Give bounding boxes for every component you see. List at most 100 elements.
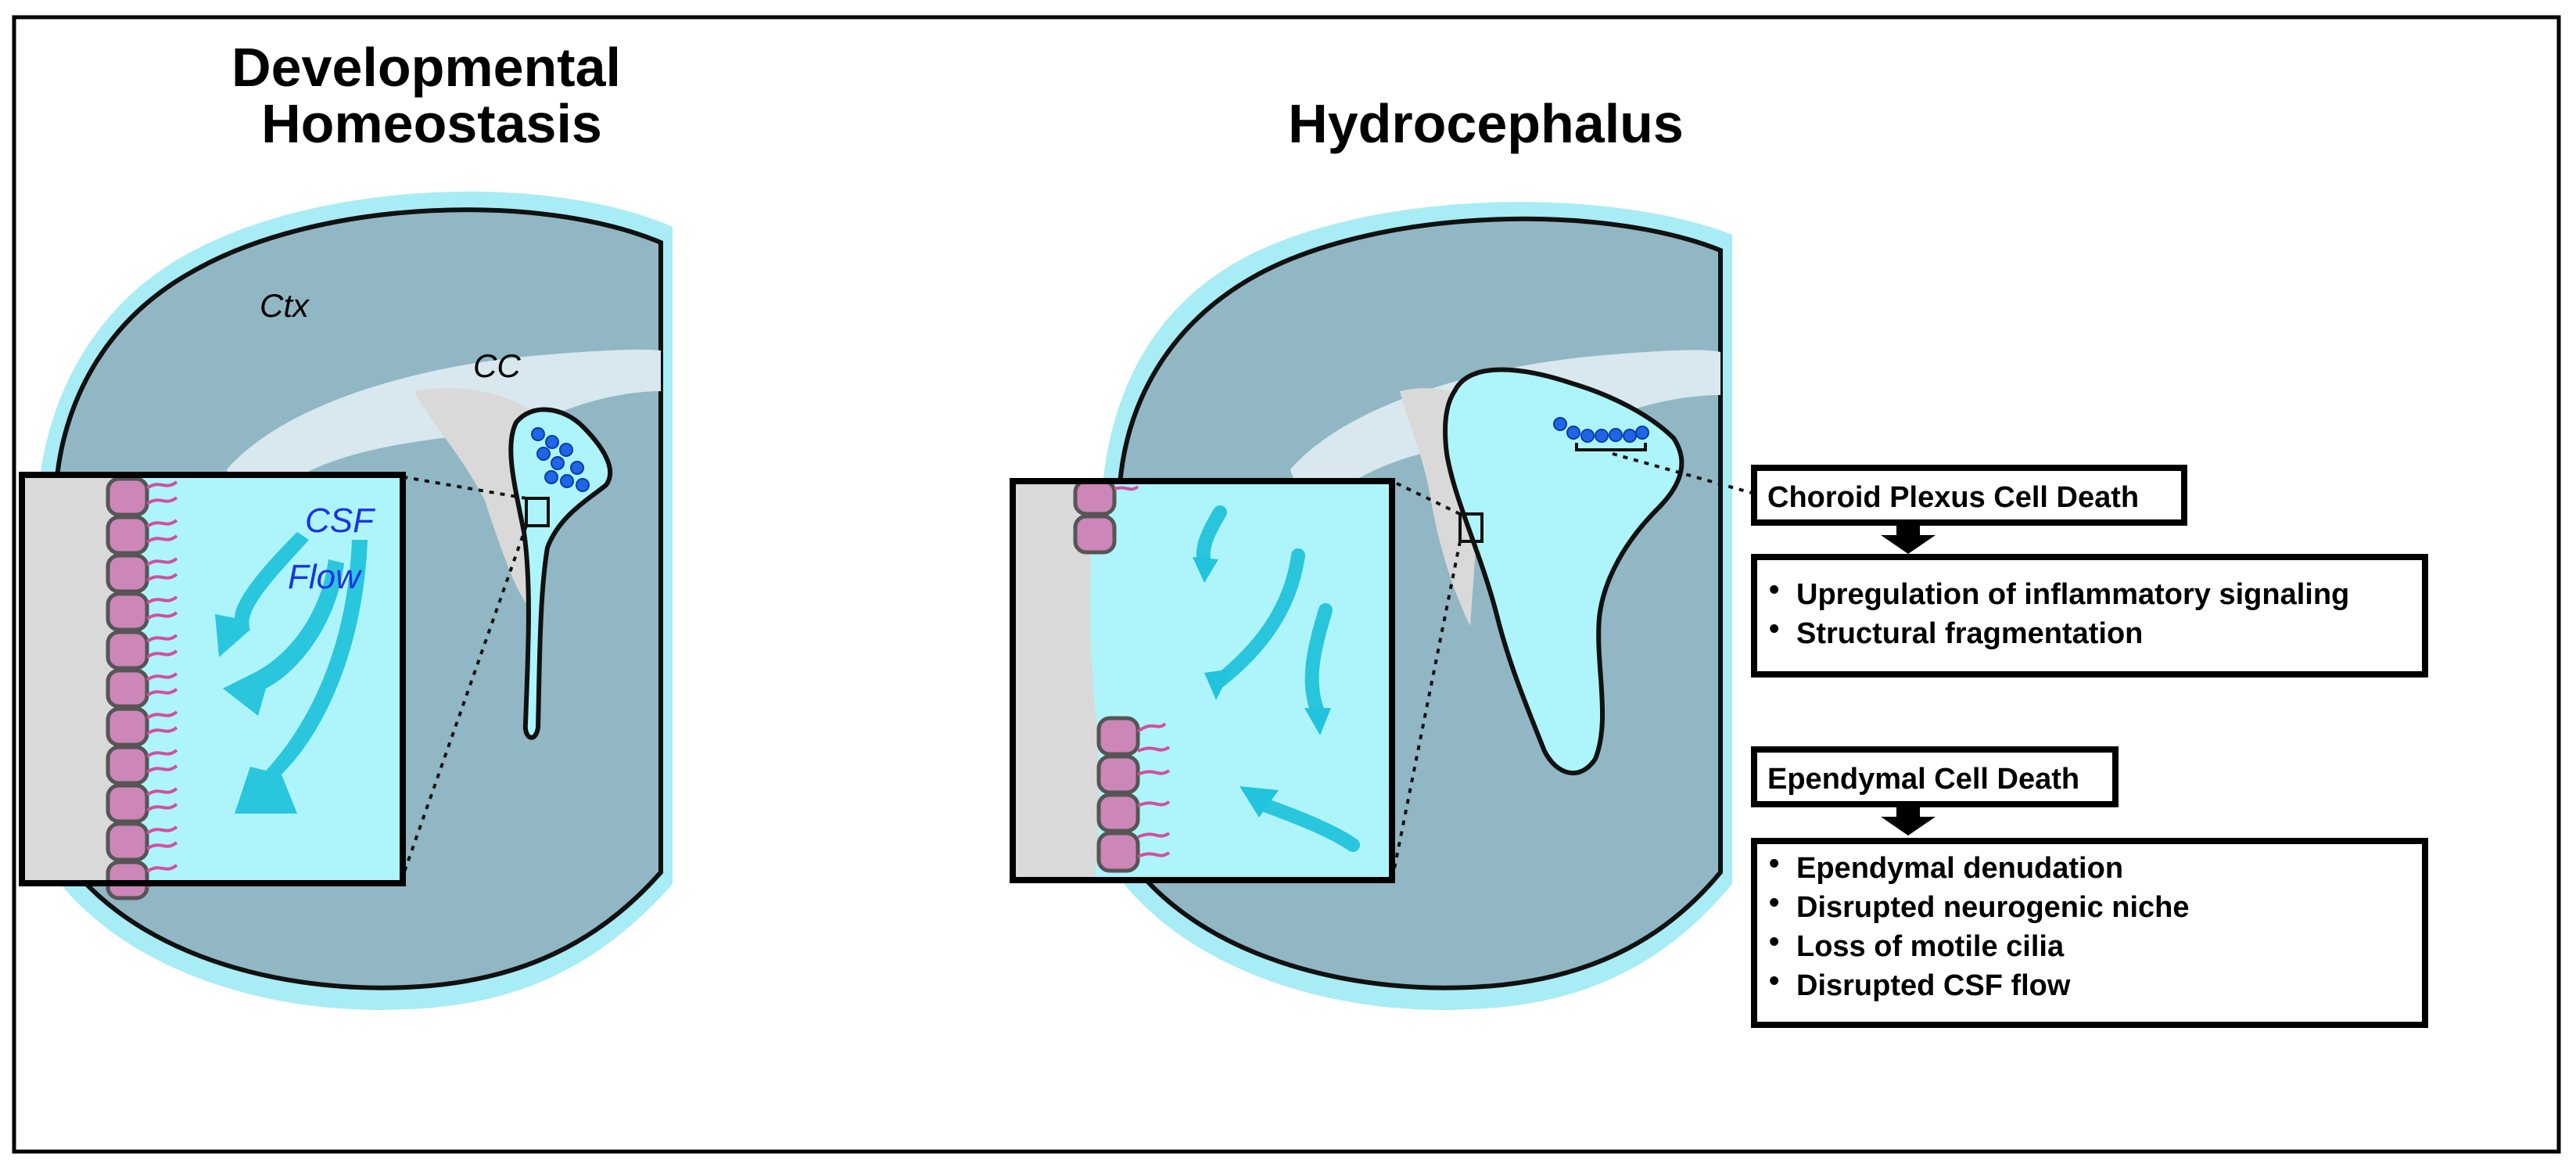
ependymal-cell — [106, 553, 149, 594]
cilium — [145, 611, 178, 620]
cilium — [1137, 746, 1171, 753]
choroid-dot — [1609, 428, 1623, 442]
bullet-dot: • — [1769, 573, 1779, 606]
ependymal-box: Ependymal Cell Death • Ependymal denudat… — [1751, 746, 2428, 1028]
right-inset-frame — [1010, 478, 1395, 883]
choroid-dot — [1566, 426, 1580, 440]
right-ventricle — [1443, 367, 1684, 775]
cilium — [145, 595, 178, 605]
choroid-pointer-line — [1612, 452, 1753, 494]
ependymal-item-1: Ependymal denudation — [1796, 852, 2123, 885]
choroid-dot — [551, 456, 565, 470]
choroid-dot — [1553, 417, 1567, 431]
ependymal-cell — [106, 476, 149, 517]
ependymal-cell — [1096, 831, 1140, 873]
ependymal-cell — [106, 591, 149, 632]
ependymal-item-4: Disrupted CSF flow — [1796, 969, 2071, 1002]
cilium — [145, 825, 178, 835]
ependymal-cell — [1073, 514, 1117, 555]
ctx-label: Ctx — [260, 287, 310, 324]
cilium — [145, 688, 178, 697]
choroid-dot — [1580, 429, 1595, 443]
right-cilia — [1114, 485, 1171, 858]
ependymal-cell — [1096, 792, 1140, 833]
choroid-dot — [536, 447, 551, 461]
choroid-list-box — [1751, 554, 2428, 677]
cilium — [1137, 800, 1171, 807]
flow-arrowhead — [1193, 557, 1218, 583]
ependymal-header-box — [1751, 746, 2119, 807]
ependymal-cell — [106, 783, 149, 824]
zoom-line — [1391, 480, 1461, 516]
left-inset — [19, 472, 406, 900]
left-ependymal-cells — [106, 476, 149, 900]
ependymal-cell — [1096, 754, 1140, 795]
cilium — [145, 534, 178, 544]
choroid-header-box — [1751, 465, 2187, 526]
cilium — [145, 496, 178, 505]
left-title-line2: Homeostasis — [261, 93, 602, 154]
ependymal-cell — [106, 515, 149, 555]
bullet-dot: • — [1769, 965, 1779, 997]
cilium — [145, 557, 178, 566]
flow-arrowhead — [1240, 786, 1279, 818]
right-choroid-plexus — [1553, 417, 1649, 443]
ependymal-cell — [1096, 716, 1140, 757]
right-zoom-marker — [1458, 512, 1484, 543]
cilium — [145, 749, 178, 758]
bullet-dot: • — [1769, 613, 1779, 645]
zoom-line — [401, 525, 528, 877]
cilium — [145, 726, 178, 735]
cilium — [145, 803, 178, 812]
cilium — [1137, 851, 1171, 858]
choroid-dot — [576, 478, 590, 492]
cc-label: CC — [473, 347, 521, 384]
ependymal-cell — [106, 745, 149, 785]
bullet-dot: • — [1769, 847, 1779, 880]
choroid-dot — [560, 474, 574, 488]
choroid-header: Choroid Plexus Cell Death — [1767, 481, 2139, 514]
right-flow-heads — [1193, 557, 1331, 818]
cilium — [1137, 832, 1171, 839]
left-flow-arrows — [215, 532, 368, 814]
cilium — [145, 573, 178, 582]
choroid-item-1: Upregulation of inflammatory signaling — [1796, 578, 2349, 611]
flow-streak — [1304, 603, 1333, 719]
choroid-dot — [545, 435, 559, 449]
flow-streak — [1260, 799, 1360, 852]
cilium — [145, 710, 178, 720]
ependymal-item-3: Loss of motile cilia — [1796, 930, 2065, 963]
choroid-dot — [559, 443, 573, 457]
flow-arrow — [235, 540, 368, 814]
ependymal-cell — [1073, 479, 1117, 516]
choroid-box: Choroid Plexus Cell Death • Upregulation… — [1751, 465, 2428, 677]
cilium — [1137, 769, 1171, 776]
cilium — [145, 787, 178, 796]
zoom-line — [390, 473, 527, 500]
choroid-item-2: Structural fragmentation — [1796, 617, 2143, 650]
down-arrow-icon — [1881, 526, 1936, 554]
csf-label: CSF — [305, 501, 375, 540]
flow-streak — [1213, 548, 1305, 688]
ependymal-cell — [106, 706, 149, 747]
cilium — [145, 841, 178, 850]
left-zoom-marker — [525, 497, 550, 527]
left-inset-frame — [19, 472, 406, 886]
ependymal-cell — [106, 630, 149, 670]
cilium — [145, 649, 178, 659]
cilium — [145, 480, 178, 490]
choroid-dot — [570, 461, 584, 475]
cilium — [1136, 722, 1167, 733]
ependymal-header: Ependymal Cell Death — [1767, 763, 2079, 796]
ependymal-list-box — [1751, 838, 2428, 1028]
ependymal-item-2: Disrupted neurogenic niche — [1796, 891, 2190, 924]
flow-arrowhead — [1204, 669, 1232, 700]
cilium — [145, 519, 178, 528]
choroid-dot — [531, 427, 545, 441]
choroid-dot — [1595, 429, 1609, 443]
choroid-dot — [1623, 429, 1637, 443]
flow-arrow — [223, 559, 344, 716]
ependymal-cell — [106, 668, 149, 709]
right-inset-wall — [1013, 481, 1100, 880]
